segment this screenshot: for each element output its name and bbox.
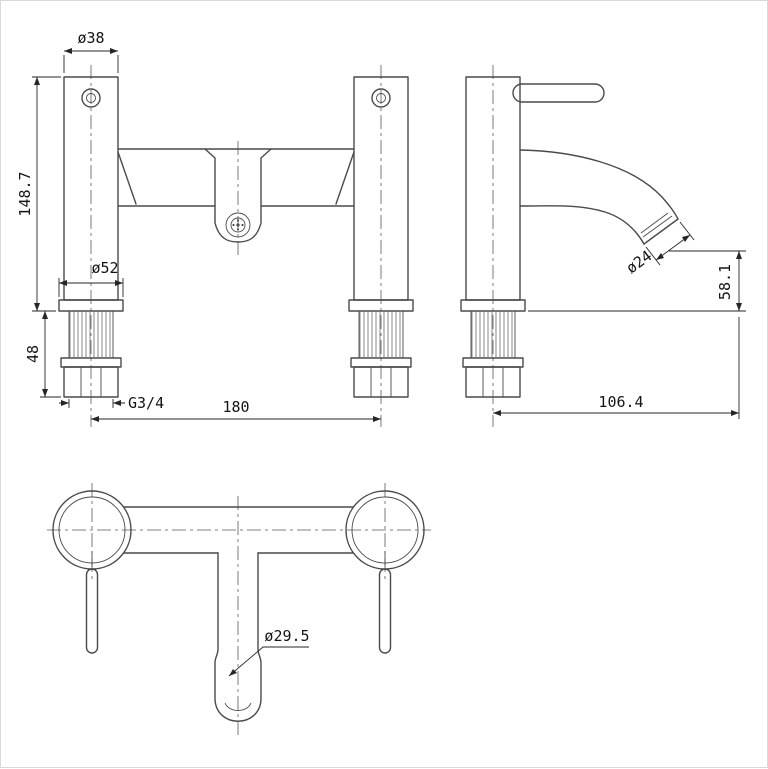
dim-side-spout-reach: 106.4	[598, 393, 643, 411]
dim-front-thread-size: G3/4	[128, 394, 164, 412]
front-right-cap-icon	[371, 88, 391, 108]
front-right-backnut	[353, 366, 409, 398]
dim-line-thread-size	[59, 399, 125, 408]
front-view	[58, 65, 414, 427]
dim-line-outlet-height	[528, 250, 746, 312]
front-left-shank-threads	[69, 312, 111, 357]
front-left-backnut	[63, 366, 119, 398]
front-aerator-outer	[225, 212, 251, 238]
front-right-cap-inner	[376, 93, 386, 103]
plan-spout-outline	[214, 552, 262, 722]
front-right-backnut-flats	[370, 367, 392, 397]
dim-line-spout-width	[228, 646, 309, 677]
plan-body-bar	[123, 506, 354, 554]
front-right-shank-threads	[359, 312, 401, 357]
side-spout-aerator-lines	[640, 212, 673, 238]
side-dimensions: ø24 58.1 106.4	[493, 221, 746, 419]
dim-front-flange-diameter: ø52	[91, 259, 118, 277]
front-left-cap-icon	[81, 88, 101, 108]
dim-front-shank-length: 48	[24, 345, 42, 363]
side-spout-tip-face	[643, 218, 679, 245]
side-view	[460, 65, 679, 427]
dim-line-height	[32, 76, 61, 312]
dim-plan-spout-width: ø29.5	[264, 627, 309, 645]
front-body-bar	[117, 148, 355, 207]
side-spout-bottom-edge	[519, 205, 645, 245]
plan-dimensions: ø29.5	[228, 627, 310, 677]
dim-line-spout-reach	[493, 317, 740, 419]
dim-line-top-diameter	[63, 50, 119, 73]
side-shank-threads	[471, 312, 513, 357]
plan-centerlines	[47, 483, 431, 736]
dim-line-flange-diameter	[58, 278, 124, 297]
dim-side-outlet-height: 58.1	[716, 264, 734, 300]
dim-front-height: 148.7	[16, 171, 34, 216]
dim-line-shank-length	[40, 311, 61, 398]
front-left-backnut-flats	[80, 367, 102, 397]
front-aerator-inner	[230, 217, 246, 233]
side-backnut	[465, 366, 521, 398]
plan-right-lever	[378, 568, 392, 654]
plan-spout-tip-arc	[224, 702, 252, 711]
side-backnut-flats	[482, 367, 504, 397]
front-centerlines	[90, 65, 382, 427]
plan-view	[47, 483, 431, 736]
front-left-cap-inner	[86, 93, 96, 103]
dim-side-spout-diameter: ø24	[623, 247, 655, 277]
plan-lever-stems	[91, 551, 386, 567]
front-dimensions: ø38 148.7 ø52 48 G3/4 180	[16, 29, 381, 422]
dim-front-top-diameter: ø38	[77, 29, 104, 47]
front-spout-block	[204, 148, 272, 243]
plan-left-lever	[85, 568, 99, 654]
dim-front-tap-centres: 180	[222, 398, 249, 416]
front-aerator-dots	[232, 219, 244, 231]
side-spout-top-edge	[519, 149, 679, 220]
side-lever-handle	[512, 83, 605, 103]
